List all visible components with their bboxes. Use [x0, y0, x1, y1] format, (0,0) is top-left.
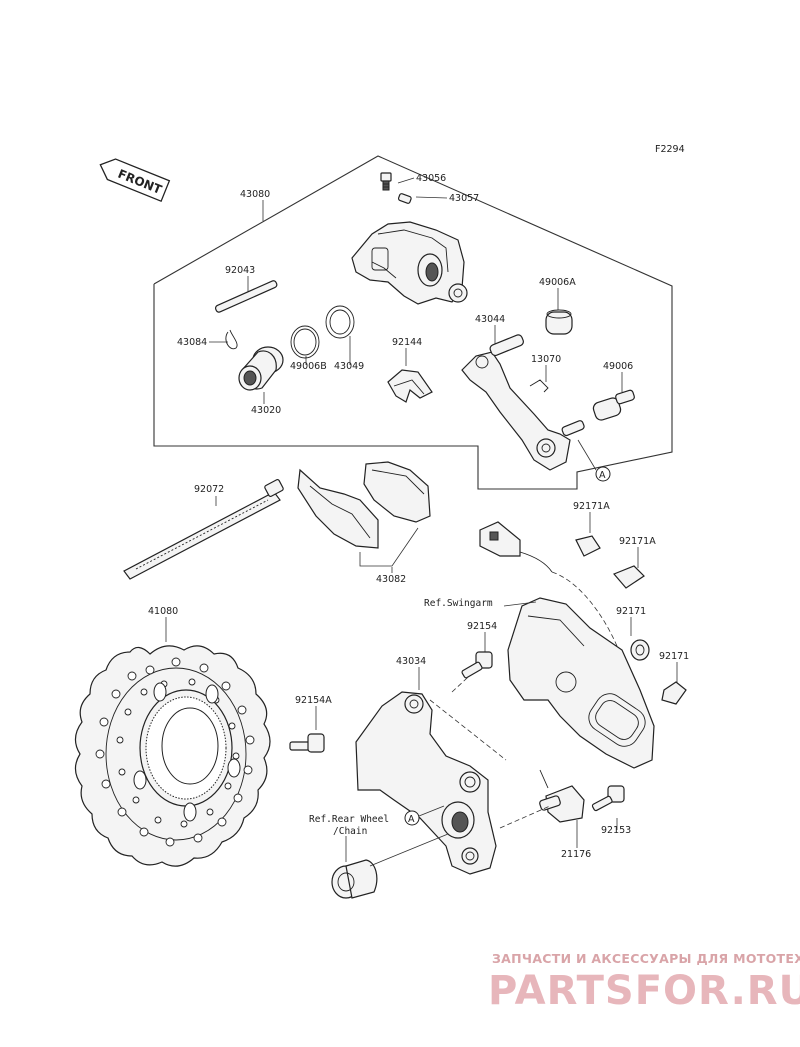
watermark: ЗАПЧАСТИ И АКСЕССУАРЫ ДЛЯ МОТОТЕХНИКИ PA… [488, 951, 800, 1014]
figure-code: F2294 [655, 144, 685, 155]
callout-a-upper-text: A [599, 470, 606, 481]
sensor-clip-92171A-1 [575, 535, 601, 557]
brake-pad-left [297, 468, 379, 549]
label-92154A: 92154A [295, 695, 332, 706]
pad-spring [387, 369, 433, 403]
label-92171-2: 92171 [659, 651, 689, 662]
label-13070: 13070 [531, 354, 561, 365]
brake-pad-right [363, 461, 431, 523]
label-92171A-2: 92171A [619, 536, 656, 547]
label-43034: 43034 [396, 656, 426, 667]
label-92072: 92072 [194, 484, 224, 495]
guide-line-bolt [451, 665, 481, 693]
watermark-tagline: ЗАПЧАСТИ И АКСЕССУАРЫ ДЛЯ МОТОТЕХНИКИ [492, 951, 800, 966]
dust-seal [325, 305, 355, 339]
caliper-holder [355, 691, 497, 875]
axle-collar [331, 859, 378, 899]
cable-tie [123, 479, 284, 580]
label-43044: 43044 [475, 314, 505, 325]
guide-line-holder [429, 699, 507, 761]
label-92153: 92153 [601, 825, 631, 836]
guide-line-sensor [499, 805, 551, 829]
label-92154: 92154 [467, 621, 497, 632]
bleeder-cap [397, 193, 412, 204]
label-49006B: 49006B [290, 361, 327, 372]
holder-bolt [461, 651, 493, 679]
label-43082: 43082 [376, 574, 406, 585]
watermark-brand: PARTSFOR.RU [488, 968, 800, 1014]
caliper-body [351, 221, 468, 305]
bracket-pin-boot [592, 389, 635, 421]
label-92144: 92144 [392, 337, 422, 348]
label-92043: 92043 [225, 265, 255, 276]
label-41080: 41080 [148, 606, 178, 617]
disc-bolt [289, 733, 325, 753]
label-43049: 43049 [334, 361, 364, 372]
callout-a-upper [595, 466, 611, 482]
pad-clip [529, 379, 549, 393]
swingarm-reference [503, 597, 655, 769]
label-43020: 43020 [251, 405, 281, 416]
ref-rear-wheel: Ref.Rear Wheel [309, 814, 389, 825]
label-43056: 43056 [416, 173, 446, 184]
sensor-bolt [591, 785, 625, 812]
leader-lines [165, 177, 678, 848]
bracket-boot [545, 309, 573, 335]
caliper-bracket [461, 334, 585, 471]
front-arrow-icon: FRONT [99, 158, 171, 203]
bleeder-valve [380, 172, 392, 191]
label-92171-1: 92171 [616, 606, 646, 617]
sensor-clip-92171-2 [661, 681, 687, 705]
callout-a-lower-text: A [408, 814, 415, 825]
sensor-clip-92171-1 [630, 639, 650, 661]
label-43084: 43084 [177, 337, 207, 348]
sensor-clip-92171A-2 [612, 565, 645, 589]
leader-pads [359, 527, 419, 567]
label-92171A-1: 92171A [573, 501, 610, 512]
leader-collar [369, 833, 449, 867]
ref-swingarm: Ref.Swingarm [424, 598, 493, 609]
brake-disc [74, 645, 271, 867]
caliper-piston [238, 346, 284, 391]
ref-chain: /Chain [333, 826, 367, 837]
speed-sensor [539, 769, 585, 823]
label-43057: 43057 [449, 193, 479, 204]
label-21176: 21176 [561, 849, 591, 860]
retaining-clip [225, 329, 238, 350]
label-49006A: 49006A [539, 277, 576, 288]
label-49006: 49006 [603, 361, 633, 372]
piston-seal [290, 325, 320, 359]
caliper-assembly-frame [153, 155, 673, 490]
label-43080: 43080 [240, 189, 270, 200]
callout-a-lower [404, 810, 420, 826]
slide-pin [214, 280, 278, 313]
